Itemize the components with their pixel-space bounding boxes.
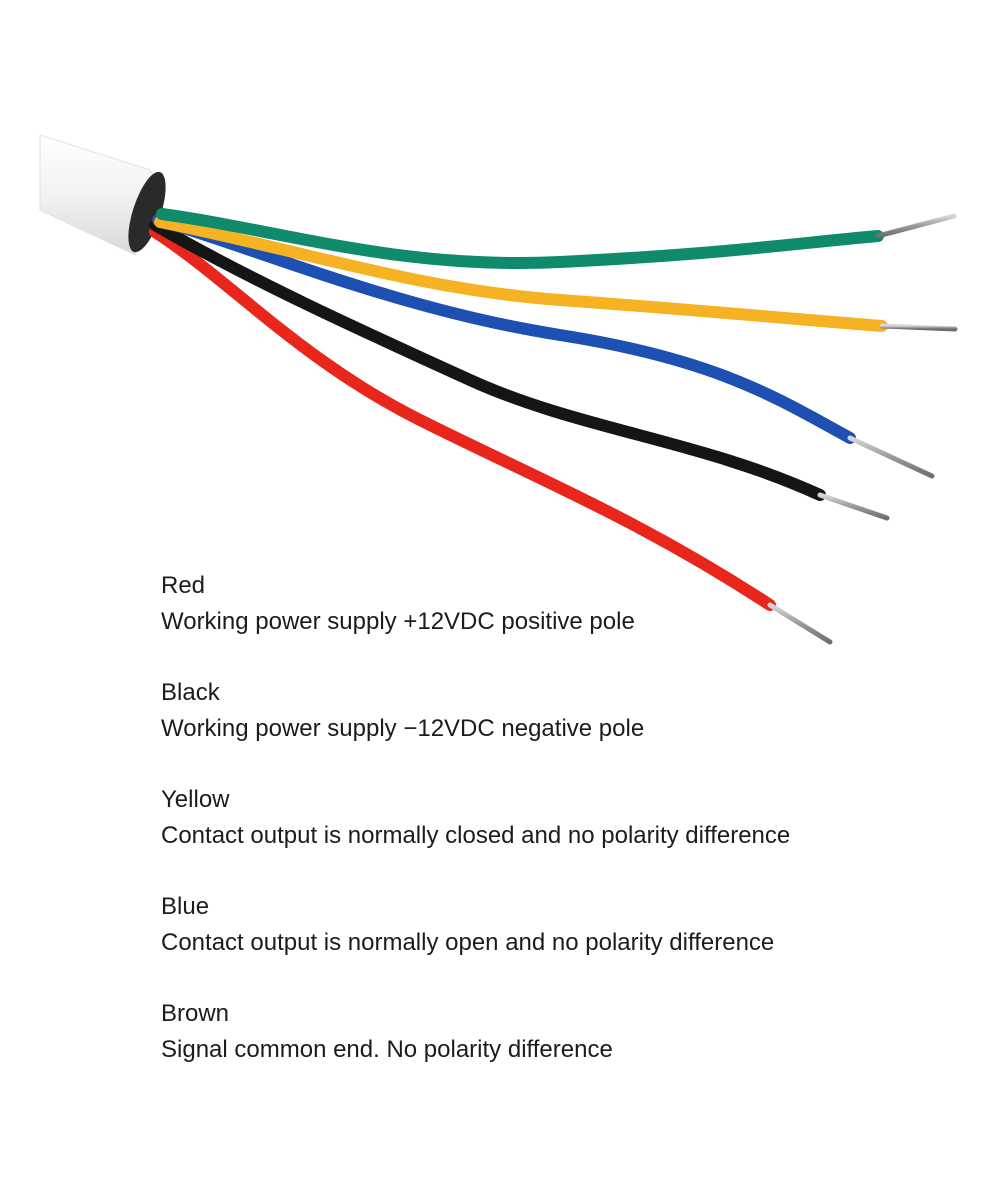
legend-entry-red: Red Working power supply +12VDC positive… <box>161 568 961 675</box>
legend-description: Working power supply +12VDC positive pol… <box>161 608 635 635</box>
green-wire-tip <box>875 213 957 239</box>
legend-description: Contact output is normally closed and no… <box>161 822 791 849</box>
red-wire <box>149 226 833 645</box>
legend-color-name: Brown <box>161 1000 230 1027</box>
green-wire <box>156 208 957 270</box>
legend-entry-blue: Blue Contact output is normally open and… <box>161 889 961 996</box>
blue-wire-tip <box>847 435 935 479</box>
black-wire-insulation <box>149 219 826 501</box>
blue-wire <box>152 214 935 479</box>
legend-entry-yellow: Yellow Contact output is normally closed… <box>161 782 961 889</box>
red-wire-insulation <box>149 226 776 611</box>
legend-description: Working power supply −12VDC negative pol… <box>161 715 645 742</box>
yellow-wire-tip <box>879 323 958 332</box>
legend-description: Contact output is normally open and no p… <box>161 929 775 956</box>
wire-color-legend: Red Working power supply +12VDC positive… <box>161 568 961 1103</box>
legend-entry-black: Black Working power supply −12VDC negati… <box>161 675 961 782</box>
legend-description: Signal common end. No polarity differenc… <box>161 1036 613 1063</box>
legend-color-name: Yellow <box>161 786 230 813</box>
legend-entry-brown: Brown Signal common end. No polarity dif… <box>161 996 961 1103</box>
legend-color-name: Blue <box>161 893 210 920</box>
legend-color-name: Red <box>161 572 206 599</box>
green-wire-insulation <box>156 208 884 270</box>
legend-color-name: Black <box>161 679 220 706</box>
yellow-wire-insulation <box>154 216 888 332</box>
blue-wire-insulation <box>152 214 856 444</box>
cable-sheath <box>39 134 166 256</box>
black-wire <box>149 219 890 521</box>
red-wire-tip <box>767 602 833 645</box>
black-wire-tip <box>817 492 890 521</box>
cable-wires-illustration <box>39 134 958 645</box>
yellow-wire <box>154 216 958 332</box>
